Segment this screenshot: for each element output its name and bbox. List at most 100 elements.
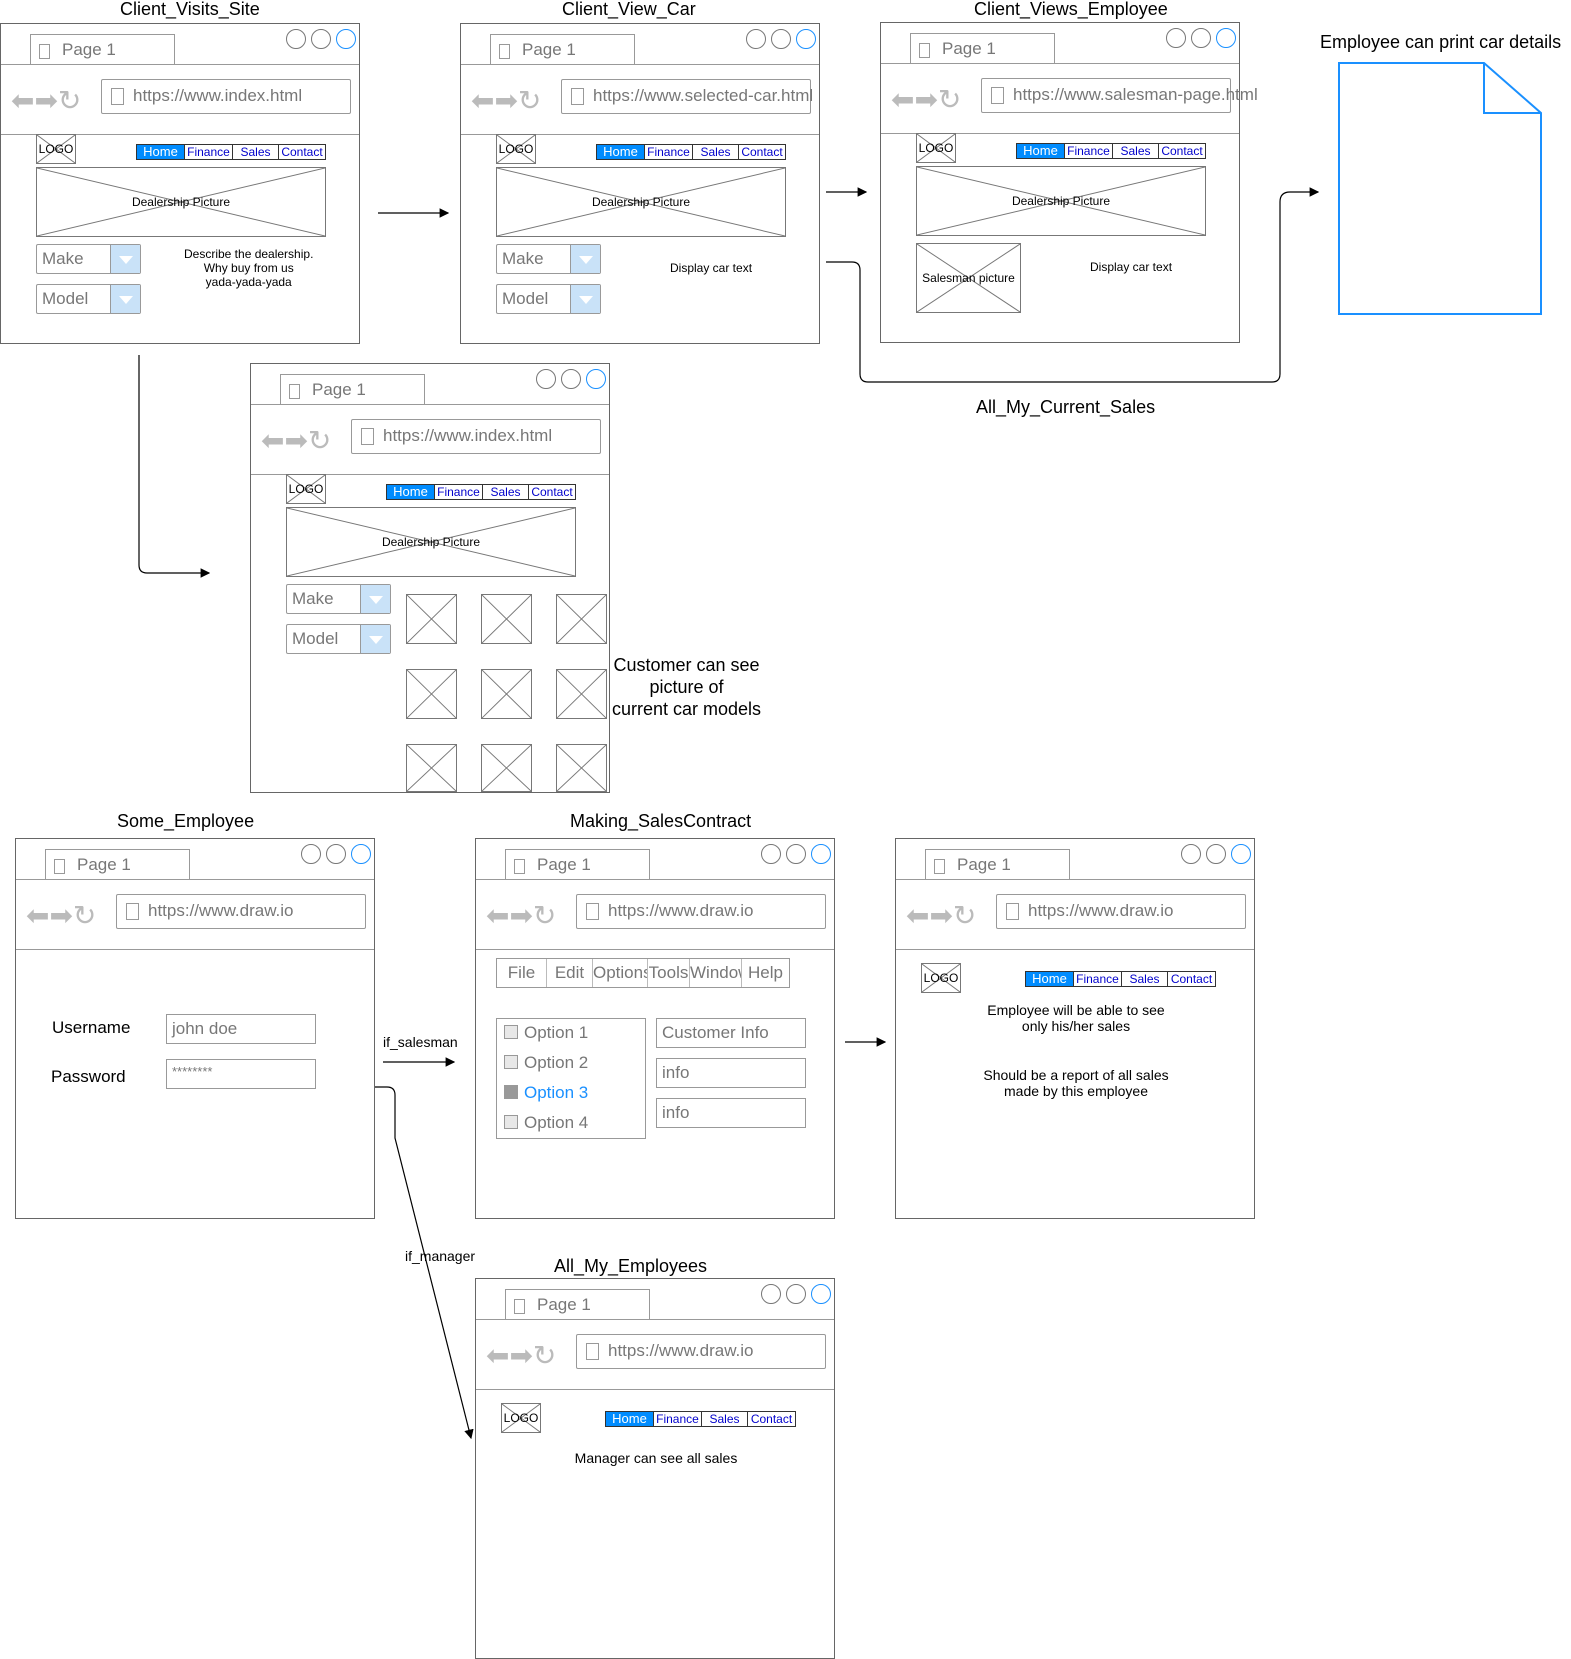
car-thumbnail[interactable]	[556, 744, 607, 792]
model-dropdown[interactable]: Model	[286, 624, 391, 654]
minimize-icon[interactable]	[301, 844, 321, 864]
close-icon[interactable]	[586, 369, 606, 389]
nav-finance[interactable]: Finance	[1065, 144, 1113, 158]
nav-contact[interactable]: Contact	[750, 1412, 793, 1426]
nav-arrows-icon[interactable]: ⬅➡↻	[486, 1340, 557, 1371]
maximize-icon[interactable]	[1191, 28, 1211, 48]
nav-home[interactable]: Home	[387, 485, 435, 499]
browser-tab[interactable]: Page 1	[45, 849, 190, 879]
car-thumbnail[interactable]	[406, 669, 457, 719]
chevron-down-icon[interactable]	[360, 585, 390, 613]
chevron-down-icon[interactable]	[570, 285, 600, 313]
minimize-icon[interactable]	[746, 29, 766, 49]
menu-edit[interactable]: Edit	[547, 959, 593, 987]
nav-arrows-icon[interactable]: ⬅➡↻	[471, 85, 542, 116]
browser-tab[interactable]: Page 1	[505, 849, 650, 879]
maximize-icon[interactable]	[1206, 844, 1226, 864]
car-thumbnail[interactable]	[556, 594, 607, 644]
nav-contact[interactable]: Contact	[281, 145, 323, 159]
customer-info-field[interactable]: Customer Info	[656, 1018, 806, 1048]
menu-tools[interactable]: Tools	[648, 959, 690, 987]
car-thumbnail[interactable]	[406, 594, 457, 644]
checkbox-icon[interactable]	[504, 1055, 518, 1069]
nav-arrows-icon[interactable]: ⬅➡↻	[11, 85, 82, 116]
url-bar[interactable]: https://www.draw.io	[576, 1334, 826, 1369]
car-thumbnail[interactable]	[556, 669, 607, 719]
checkbox-icon[interactable]	[504, 1115, 518, 1129]
browser-tab[interactable]: Page 1	[30, 34, 175, 64]
nav-sales[interactable]: Sales	[702, 1412, 748, 1426]
nav-sales[interactable]: Sales	[1113, 144, 1159, 158]
nav-home[interactable]: Home	[1026, 972, 1074, 986]
nav-contact[interactable]: Contact	[531, 485, 573, 499]
browser-tab[interactable]: Page 1	[910, 33, 1055, 63]
nav-finance[interactable]: Finance	[1074, 972, 1122, 986]
info-field[interactable]: info	[656, 1058, 806, 1088]
nav-arrows-icon[interactable]: ⬅➡↻	[891, 84, 962, 115]
nav-sales[interactable]: Sales	[233, 145, 279, 159]
nav-sales[interactable]: Sales	[483, 485, 529, 499]
info-field[interactable]: info	[656, 1098, 806, 1128]
close-icon[interactable]	[1231, 844, 1251, 864]
nav-contact[interactable]: Contact	[1170, 972, 1213, 986]
car-thumbnail[interactable]	[481, 594, 532, 644]
browser-tab[interactable]: Page 1	[490, 34, 635, 64]
nav-home[interactable]: Home	[597, 145, 645, 159]
nav-home[interactable]: Home	[1017, 144, 1065, 158]
close-icon[interactable]	[796, 29, 816, 49]
menu-window[interactable]: Window	[690, 959, 742, 987]
browser-tab[interactable]: Page 1	[280, 374, 425, 404]
url-bar[interactable]: https://www.salesman-page.html	[981, 78, 1258, 113]
password-field[interactable]: ********	[166, 1059, 316, 1089]
model-dropdown[interactable]: Model	[496, 284, 601, 314]
nav-arrows-icon[interactable]: ⬅➡↻	[906, 900, 977, 931]
option-checkbox-3[interactable]: Option 3	[504, 1083, 588, 1103]
make-dropdown[interactable]: Make	[286, 584, 391, 614]
chevron-down-icon[interactable]	[570, 245, 600, 273]
nav-arrows-icon[interactable]: ⬅➡↻	[26, 900, 97, 931]
nav-sales[interactable]: Sales	[1122, 972, 1168, 986]
option-checkbox-4[interactable]: Option 4	[504, 1113, 588, 1133]
nav-finance[interactable]: Finance	[645, 145, 693, 159]
url-bar[interactable]: https://www.index.html	[351, 419, 601, 454]
nav-sales[interactable]: Sales	[693, 145, 739, 159]
make-dropdown[interactable]: Make	[36, 244, 141, 274]
nav-arrows-icon[interactable]: ⬅➡↻	[486, 900, 557, 931]
close-icon[interactable]	[811, 844, 831, 864]
chevron-down-icon[interactable]	[110, 285, 140, 313]
maximize-icon[interactable]	[561, 369, 581, 389]
option-checkbox-1[interactable]: Option 1	[504, 1023, 588, 1043]
minimize-icon[interactable]	[761, 844, 781, 864]
maximize-icon[interactable]	[326, 844, 346, 864]
make-dropdown[interactable]: Make	[496, 244, 601, 274]
car-thumbnail[interactable]	[481, 669, 532, 719]
close-icon[interactable]	[811, 1284, 831, 1304]
nav-contact[interactable]: Contact	[1161, 144, 1203, 158]
maximize-icon[interactable]	[786, 844, 806, 864]
checkmark-icon[interactable]	[504, 1085, 518, 1099]
nav-home[interactable]: Home	[606, 1412, 654, 1426]
car-thumbnail[interactable]	[481, 744, 532, 792]
nav-contact[interactable]: Contact	[741, 145, 783, 159]
close-icon[interactable]	[351, 844, 371, 864]
car-thumbnail[interactable]	[406, 744, 457, 792]
close-icon[interactable]	[1216, 28, 1236, 48]
nav-finance[interactable]: Finance	[185, 145, 233, 159]
maximize-icon[interactable]	[311, 29, 331, 49]
url-bar[interactable]: https://www.selected-car.html	[561, 79, 813, 114]
nav-home[interactable]: Home	[137, 145, 185, 159]
url-bar[interactable]: https://www.draw.io	[116, 894, 366, 929]
nav-finance[interactable]: Finance	[654, 1412, 702, 1426]
close-icon[interactable]	[336, 29, 356, 49]
option-checkbox-2[interactable]: Option 2	[504, 1053, 588, 1073]
username-field[interactable]: john doe	[166, 1014, 316, 1044]
menu-file[interactable]: File	[497, 959, 547, 987]
nav-arrows-icon[interactable]: ⬅➡↻	[261, 425, 332, 456]
url-bar[interactable]: https://www.index.html	[101, 79, 351, 114]
minimize-icon[interactable]	[1181, 844, 1201, 864]
minimize-icon[interactable]	[761, 1284, 781, 1304]
chevron-down-icon[interactable]	[110, 245, 140, 273]
chevron-down-icon[interactable]	[360, 625, 390, 653]
browser-tab[interactable]: Page 1	[925, 849, 1070, 879]
checkbox-icon[interactable]	[504, 1025, 518, 1039]
